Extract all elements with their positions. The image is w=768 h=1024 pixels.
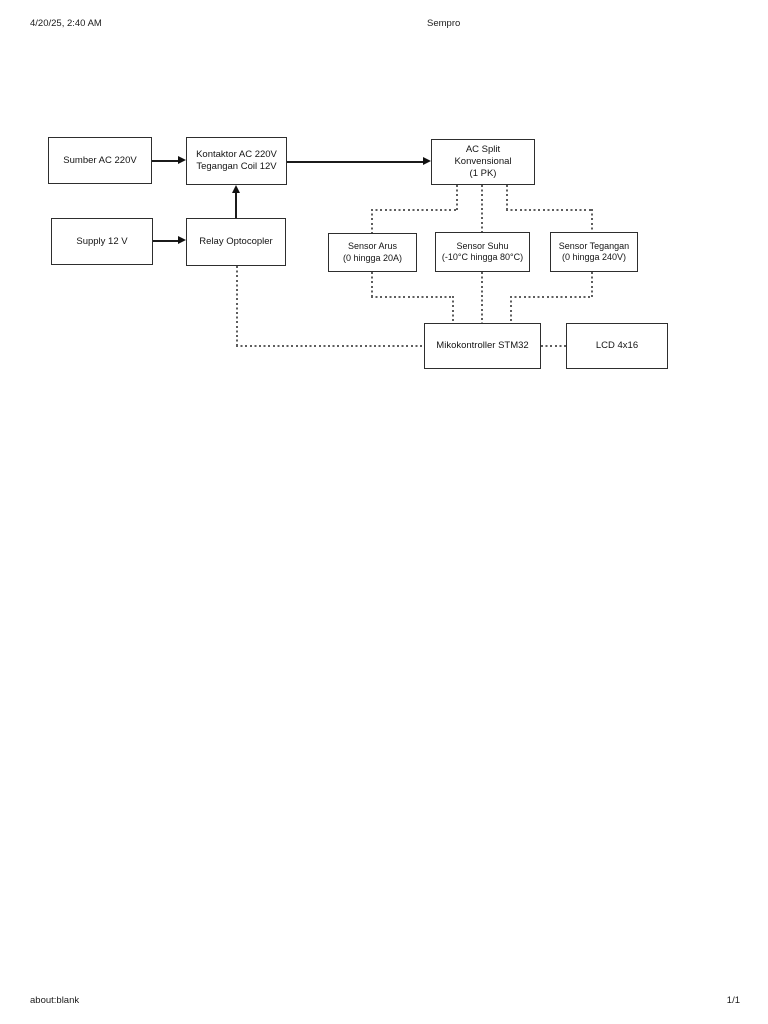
box-lcd-4x16: LCD 4x16 [566, 323, 668, 369]
box-supply-12v: Supply 12 V [51, 218, 153, 265]
box-label: LCD 4x16 [595, 340, 639, 351]
box-label: Tegangan Coil 12V [196, 161, 277, 172]
connector-relay-mikro [236, 266, 238, 347]
arrowhead-up-icon [232, 185, 240, 193]
connector-acsplit-sensor-tegangan [591, 209, 593, 232]
box-sensor-tegangan: Sensor Tegangan (0 hingga 240V) [550, 232, 638, 272]
connector-supply-relay [153, 240, 180, 242]
connector-sensor-tegangan-mikro [510, 296, 512, 323]
box-sensor-arus: Sensor Arus (0 hingga 20A) [328, 233, 417, 272]
connector-acsplit-sensor-arus [371, 209, 457, 211]
box-label: (0 hingga 20A) [342, 252, 403, 263]
arrowhead-right-icon [423, 157, 431, 165]
box-label: Mikokontroller STM32 [436, 340, 529, 351]
box-sensor-suhu: Sensor Suhu (-10°C hingga 80°C) [435, 232, 530, 272]
connector-relay-mikro [236, 345, 424, 347]
connector-sensor-arus-mikro [452, 296, 454, 323]
print-footer-url: about:blank [30, 995, 80, 1006]
connector-sensor-arus-mikro [371, 272, 373, 298]
box-kontaktor: Kontaktor AC 220V Tegangan Coil 12V [186, 137, 287, 185]
box-label: Konvensional [454, 156, 512, 167]
box-mikrokontroller-stm32: Mikokontroller STM32 [424, 323, 541, 369]
connector-sensor-arus-mikro [371, 296, 454, 298]
connector-sensor-suhu-mikro [481, 272, 483, 323]
connector-sensor-tegangan-mikro [591, 272, 593, 298]
box-label: (-10°C hingga 80°C) [441, 252, 524, 262]
connector-relay-kontaktor [235, 192, 237, 218]
print-header-title: Sempro [427, 18, 461, 29]
arrowhead-right-icon [178, 236, 186, 244]
box-ac-split: AC Split Konvensional (1 PK) [431, 139, 535, 185]
box-label: (1 PK) [469, 168, 497, 179]
box-label: Sensor Suhu [456, 240, 509, 251]
box-label: AC Split [465, 144, 501, 155]
box-sumber-ac-220v: Sumber AC 220V [48, 137, 152, 184]
connector-acsplit-sensor-tegangan [506, 209, 592, 211]
print-header-datetime: 4/20/25, 2:40 AM [30, 18, 102, 29]
box-label: Supply 12 V [76, 235, 128, 247]
connector-kontaktor-acsplit [287, 161, 425, 163]
print-footer-page: 1/1 [726, 995, 740, 1006]
box-label: Sumber AC 220V [63, 154, 137, 166]
box-relay-optocopler: Relay Optocopler [186, 218, 286, 266]
connector-mikro-lcd [541, 345, 566, 347]
box-label: Sensor Tegangan [558, 240, 630, 251]
connector-acsplit-sensor-arus [456, 185, 458, 210]
box-label: Kontaktor AC 220V [196, 149, 277, 160]
connector-acsplit-sensor-suhu [481, 185, 483, 232]
connector-acsplit-sensor-tegangan [506, 185, 508, 210]
connector-sensor-tegangan-mikro [510, 296, 593, 298]
box-label: Relay Optocopler [199, 236, 273, 247]
box-label: Sensor Arus [347, 241, 398, 251]
connector-acsplit-sensor-arus [371, 209, 373, 233]
arrowhead-right-icon [178, 156, 186, 164]
connector-sumber-kontaktor [152, 160, 180, 162]
box-label: (0 hingga 240V) [561, 252, 627, 262]
